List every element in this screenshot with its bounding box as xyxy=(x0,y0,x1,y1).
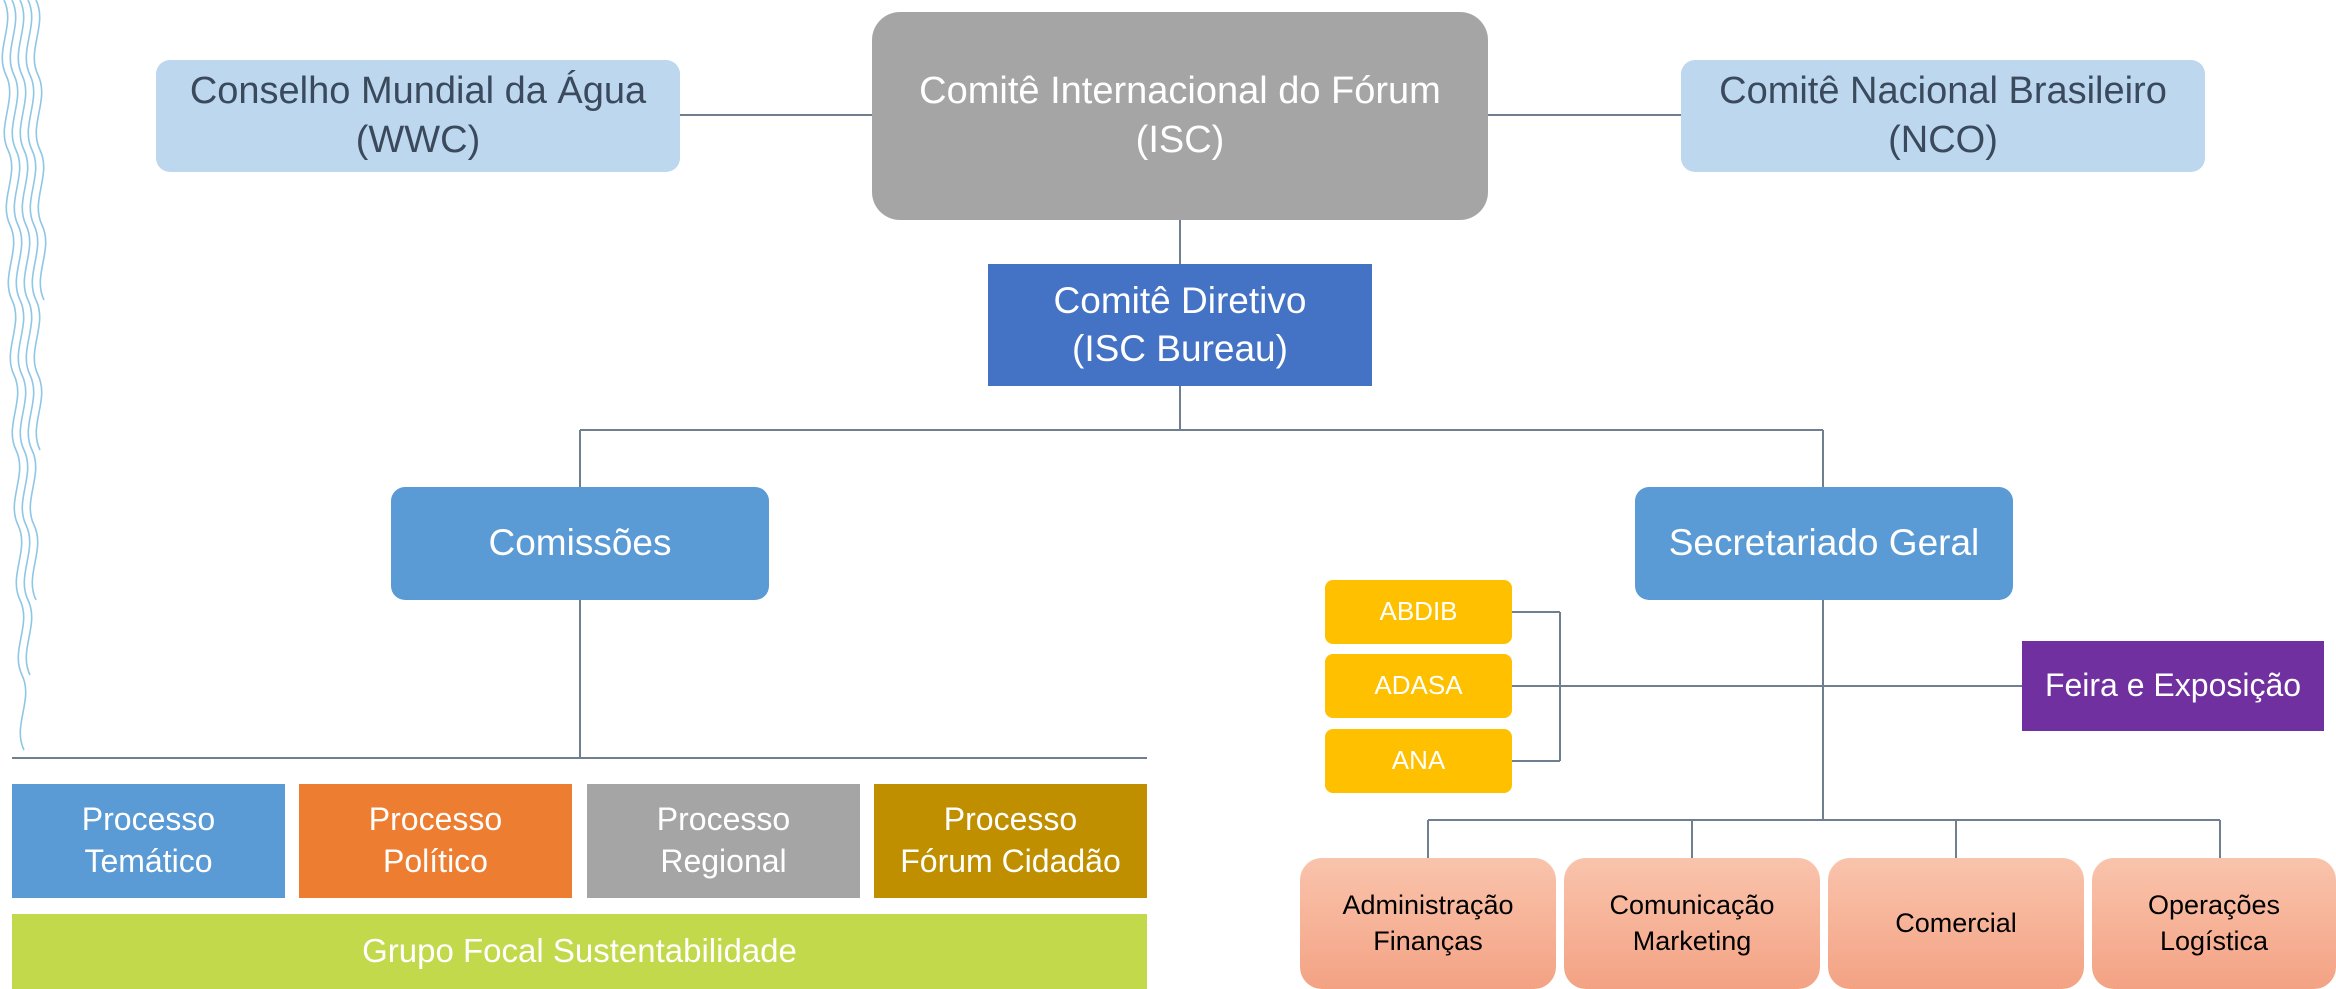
decorative-wave-pattern xyxy=(1,0,47,751)
dept-administration-line1: Administração xyxy=(1342,890,1514,921)
isc-box: Comitê Internacional do Fórum (ISC) xyxy=(872,12,1488,220)
isc-line2: (ISC) xyxy=(1135,119,1225,161)
process-political-line1: Processo xyxy=(368,801,503,838)
dept-communication-line2: Marketing xyxy=(1632,925,1752,956)
commissions-label: Comissões xyxy=(488,522,672,564)
isc-bureau-line1: Comitê Diretivo xyxy=(1053,279,1307,321)
partner-adasa: ADASA xyxy=(1325,654,1512,718)
process-regional-line2: Regional xyxy=(660,843,787,879)
isc-bureau-box: Comitê Diretivo (ISC Bureau) xyxy=(988,264,1372,386)
process-regional: Processo Regional xyxy=(587,784,860,898)
fair-exhibition-label: Feira e Exposição xyxy=(2044,667,2302,704)
process-thematic-line1: Processo xyxy=(81,801,216,838)
nco-box: Comitê Nacional Brasileiro (NCO) xyxy=(1681,60,2205,172)
process-citizen-line1: Processo xyxy=(943,801,1078,838)
process-political: Processo Político xyxy=(299,784,572,898)
partner-ana-label: ANA xyxy=(1391,745,1446,776)
dept-operations-line2: Logística xyxy=(2159,925,2269,956)
wwc-box: Conselho Mundial da Água (WWC) xyxy=(156,60,680,172)
wwc-line1: Conselho Mundial da Água xyxy=(189,69,647,112)
process-thematic-line2: Temático xyxy=(84,843,213,879)
process-political-line2: Político xyxy=(383,843,488,879)
dept-operations: Operações Logística xyxy=(2092,858,2336,989)
focus-group-sustainability: Grupo Focal Sustentabilidade xyxy=(12,914,1147,989)
commissions-box: Comissões xyxy=(391,487,769,600)
isc-line1: Comitê Internacional do Fórum xyxy=(919,69,1441,112)
nco-line2: (NCO) xyxy=(1888,119,1998,161)
process-citizen-forum: Processo Fórum Cidadão xyxy=(874,784,1147,898)
partner-adasa-label: ADASA xyxy=(1374,670,1463,701)
dept-communication-line1: Comunicação xyxy=(1609,890,1775,921)
process-citizen-line2: Fórum Cidadão xyxy=(900,843,1121,879)
nco-line1: Comitê Nacional Brasileiro xyxy=(1719,69,2167,112)
partner-abdib-label: ABDIB xyxy=(1379,596,1458,627)
dept-administration-line2: Finanças xyxy=(1373,925,1483,956)
secretariat-label: Secretariado Geral xyxy=(1668,522,1980,564)
dept-commercial: Comercial xyxy=(1828,858,2084,989)
dept-administration: Administração Finanças xyxy=(1300,858,1556,989)
process-thematic: Processo Temático xyxy=(12,784,285,898)
partner-ana: ANA xyxy=(1325,729,1512,793)
dept-commercial-line1: Comercial xyxy=(1895,907,2017,938)
partner-abdib: ABDIB xyxy=(1325,580,1512,644)
dept-communication: Comunicação Marketing xyxy=(1564,858,1820,989)
process-regional-line1: Processo xyxy=(656,801,791,838)
focus-group-label: Grupo Focal Sustentabilidade xyxy=(362,932,797,970)
wwc-line2: (WWC) xyxy=(355,119,481,161)
isc-bureau-line2: (ISC Bureau) xyxy=(1072,328,1288,369)
dept-operations-line1: Operações xyxy=(2147,890,2281,921)
secretariat-box: Secretariado Geral xyxy=(1635,487,2013,600)
fair-exhibition-box: Feira e Exposição xyxy=(2022,641,2324,731)
